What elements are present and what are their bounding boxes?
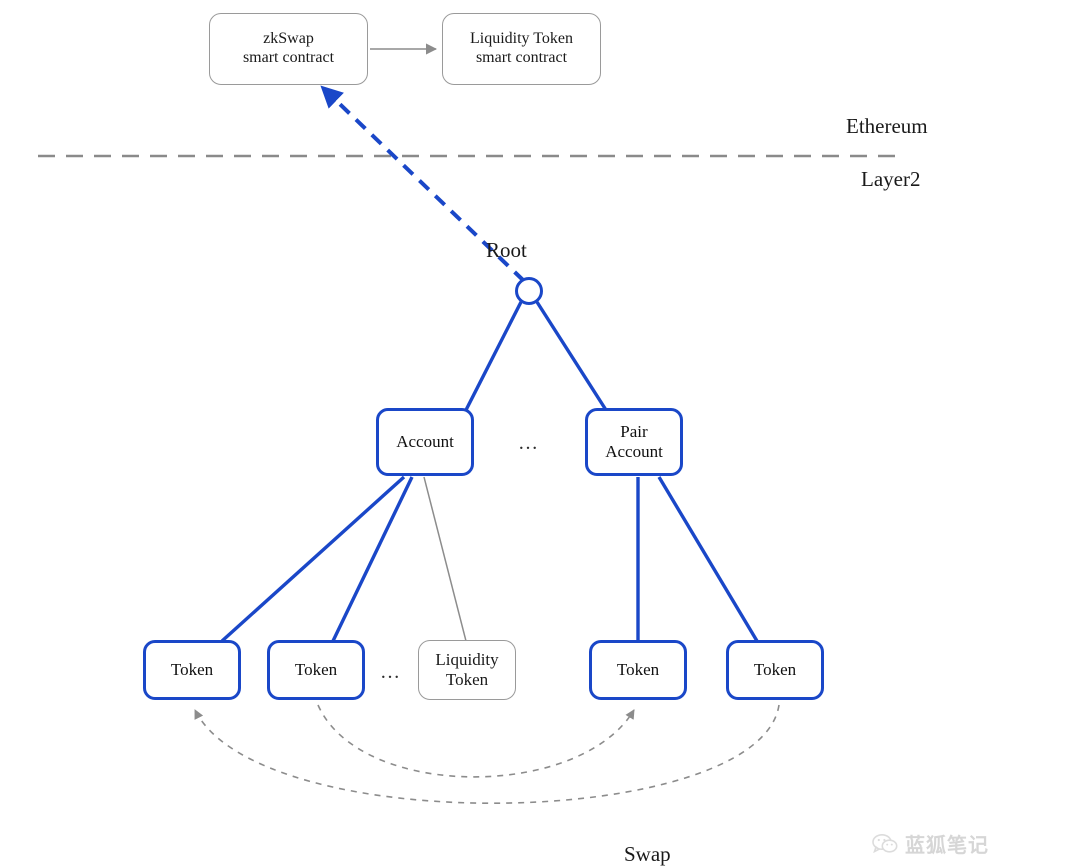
node-account[interactable]: Account (376, 408, 474, 476)
wechat-icon (872, 833, 898, 855)
ethereum-layer-label: Ethereum (846, 114, 928, 138)
node-label: Token (616, 659, 660, 679)
node-liquidity-token[interactable]: Liquidity Token (418, 640, 516, 700)
node-zkswap-smart-contract[interactable]: zkSwap smart contract (209, 13, 368, 85)
swap-arc-token5-to-token1 (194, 704, 780, 804)
node-token-1[interactable]: Token (143, 640, 241, 700)
watermark-text: 蓝狐笔记 (905, 833, 989, 857)
node-token-4[interactable]: Token (589, 640, 687, 700)
node-label: Liquidity Token smart contract (469, 30, 574, 66)
node-label: Token (294, 659, 338, 679)
root-node-circle (515, 277, 543, 305)
node-label: Account (396, 431, 454, 451)
node-label: Liquidity Token (435, 649, 499, 689)
layer2-label: Layer2 (861, 167, 921, 191)
node-pair-account[interactable]: Pair Account (585, 408, 683, 476)
node-liquidity-token-smart-contract[interactable]: Liquidity Token smart contract (442, 13, 601, 85)
swap-arc-token2-to-token4 (317, 704, 635, 778)
accounts-ellipsis: … (518, 432, 540, 454)
edge-root-to-account (464, 301, 523, 411)
node-label: Pair Account (605, 421, 663, 461)
edge-root-to-pair-account (535, 301, 608, 411)
watermark: 蓝狐笔记 (872, 829, 989, 858)
root-label: Root (486, 238, 527, 262)
swap-label: Swap (624, 842, 671, 866)
edge-account-to-token-2 (331, 476, 414, 642)
node-label: zkSwap smart contract (242, 30, 335, 66)
edge-pair-account-to-token-5 (657, 476, 759, 642)
node-label: Token (170, 659, 214, 679)
node-token-2[interactable]: Token (267, 640, 365, 700)
node-token-5[interactable]: Token (726, 640, 824, 700)
edge-account-to-token-1 (220, 475, 406, 643)
edge-account-to-liquidity-token (423, 476, 467, 642)
node-label: Token (753, 659, 797, 679)
tokens-ellipsis: … (380, 661, 402, 683)
